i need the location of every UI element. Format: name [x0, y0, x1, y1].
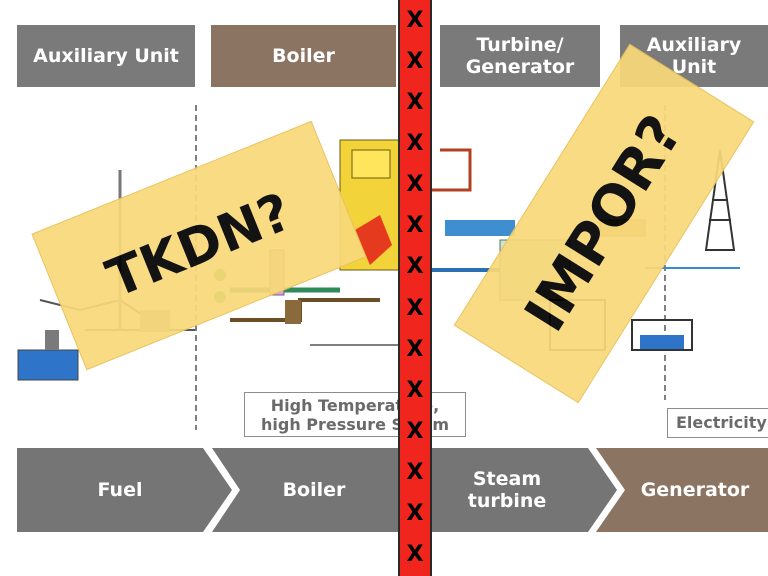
x-mark: X [406, 7, 424, 33]
step-label: Fuel [97, 479, 143, 501]
x-mark: X [406, 377, 424, 403]
x-mark: X [406, 131, 424, 156]
step-label: Generator [640, 479, 750, 501]
header-boiler: Boiler [211, 25, 396, 87]
x-mark: X [406, 213, 424, 239]
step-steam-turbine: Steam turbine [432, 448, 582, 532]
boiler-flame [355, 215, 392, 265]
header-label: Boiler [272, 45, 335, 67]
coal-burner [285, 300, 301, 324]
x-mark: X [406, 48, 424, 74]
sticker-tkdn-label: TKDN? [98, 181, 300, 310]
steam-note-line1: High Temperature, [270, 396, 440, 415]
x-mark: X [406, 419, 424, 444]
x-mark: X [406, 542, 424, 568]
chevron-boiler [212, 448, 398, 532]
step-label-line2: turbine [467, 490, 547, 512]
x-mark: X [406, 501, 424, 527]
transmission-tower-icon [704, 149, 736, 251]
cw-tank-2 [631, 319, 693, 351]
cooling-water [640, 335, 684, 349]
chevron-generator [596, 448, 768, 532]
step-boiler: Boiler [230, 448, 398, 532]
x-mark: X [406, 295, 424, 321]
header-turbine-generator: Turbine/ Generator [440, 25, 600, 87]
header-label-line1: Turbine/ [476, 34, 564, 56]
header-label: Auxiliary Unit [33, 45, 179, 67]
superheater [351, 149, 391, 179]
header-label-line2: Generator [465, 56, 575, 78]
chevron-fuel [17, 448, 232, 532]
electricity-note: Electricity [667, 408, 768, 438]
x-mark: X [406, 336, 424, 362]
step-label: Boiler [282, 479, 346, 501]
x-mark: X [406, 254, 424, 280]
x-mark: X [406, 460, 424, 486]
pump-unit [45, 330, 59, 350]
header-label-line1: Auxiliary [646, 34, 742, 56]
x-mark: X [406, 172, 424, 198]
step-fuel: Fuel [30, 448, 210, 532]
chevron-steam-turbine [432, 448, 617, 532]
header-auxiliary-unit-left: Auxiliary Unit [17, 25, 195, 87]
electricity-label: Electricity [676, 413, 767, 432]
step-label-line1: Steam [472, 468, 542, 490]
header-label-line2: Unit [671, 56, 717, 78]
x-mark: X [406, 89, 424, 115]
steam-line [432, 148, 472, 192]
turbine-shaft [445, 220, 515, 236]
step-generator: Generator [622, 448, 768, 532]
